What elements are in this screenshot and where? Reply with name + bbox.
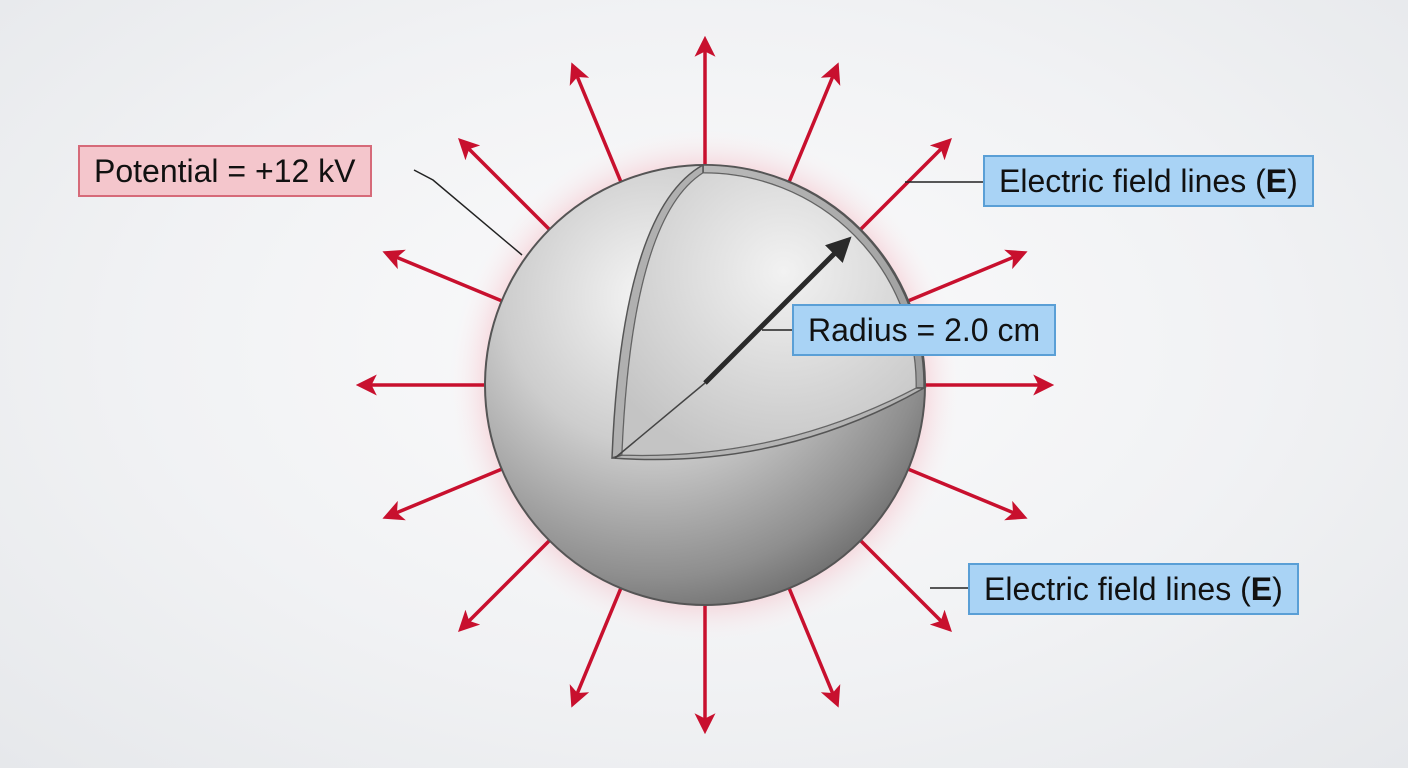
field-arrow — [889, 249, 1028, 311]
field-arrow — [779, 62, 841, 201]
field-arrow — [569, 569, 631, 708]
radius-label-text: Radius = 2.0 cm — [808, 312, 1041, 348]
radius-label: Radius = 2.0 cm — [792, 304, 1057, 356]
field-arrow — [458, 525, 565, 632]
field-bottom-symbol: E — [1250, 571, 1273, 607]
field-arrow — [382, 459, 521, 521]
field-top-prefix: Electric field lines ( — [999, 163, 1266, 199]
potential-label: Potential = +12 kV — [78, 145, 372, 197]
radius-arrow — [703, 236, 852, 385]
field-lines-label-top: Electric field lines (E) — [983, 155, 1314, 207]
field-arrow — [889, 459, 1028, 521]
potential-leader-line — [413, 169, 523, 256]
field-arrow — [779, 569, 841, 708]
radius-line-thin — [614, 382, 706, 459]
field-arrow — [458, 138, 565, 245]
field-arrows — [355, 35, 1055, 735]
potential-label-text: Potential = +12 kV — [94, 153, 356, 189]
field-lines-label-bottom: Electric field lines (E) — [968, 563, 1299, 615]
field-arrow — [569, 62, 631, 201]
field-top-symbol: E — [1265, 163, 1288, 199]
field-arrow — [382, 249, 521, 311]
field-top-suffix: ) — [1287, 163, 1298, 199]
field-bottom-prefix: Electric field lines ( — [984, 571, 1251, 607]
field-arrow — [845, 138, 952, 245]
field-arrow — [845, 525, 952, 632]
field-bottom-suffix: ) — [1272, 571, 1283, 607]
